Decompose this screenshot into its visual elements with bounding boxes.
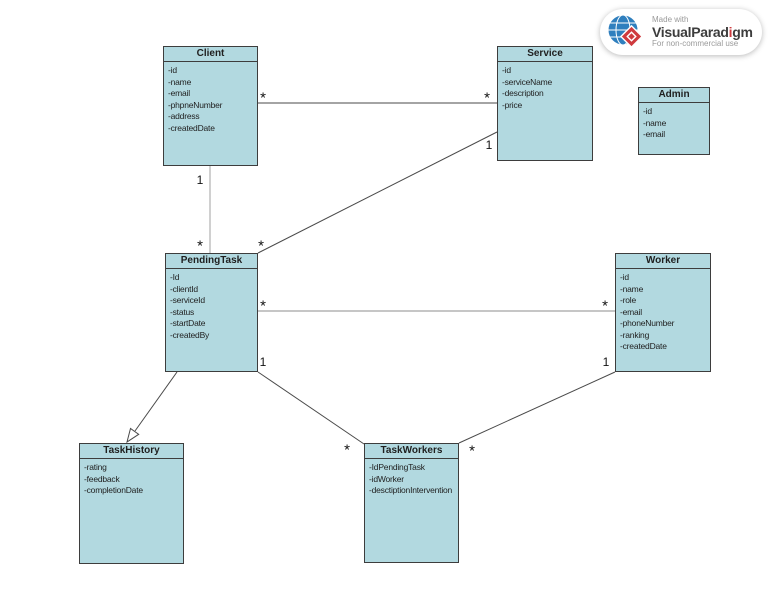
- class-fields: -Id-clientId-serviceId-status-startDate-…: [166, 269, 257, 341]
- class-box-pendingtask[interactable]: PendingTask -Id-clientId-serviceId-statu…: [165, 253, 258, 372]
- class-field: -email: [168, 88, 190, 98]
- class-field: -id: [502, 65, 511, 75]
- link-worker-taskworkers: [458, 371, 616, 444]
- class-field: -idWorker: [369, 473, 404, 484]
- class-field: -completionDate: [84, 485, 143, 495]
- class-field: -phpneNumber: [168, 99, 223, 110]
- multiplicity-label: *: [260, 89, 266, 107]
- class-title: Service: [498, 47, 592, 62]
- class-field: -clientId: [170, 283, 198, 294]
- multiplicity-label: *: [469, 442, 475, 460]
- link-service-pendingtask: [257, 131, 498, 254]
- class-field: -email: [620, 306, 642, 317]
- class-field: -name: [168, 76, 192, 87]
- multiplicity-label: 1: [196, 173, 204, 187]
- class-field: -feedback: [84, 473, 120, 484]
- class-title: Admin: [639, 88, 709, 103]
- multiplicity-label: *: [260, 297, 266, 315]
- class-field: -createdDate: [168, 122, 215, 133]
- class-fields: -id-name-email-phpneNumber-address-creat…: [164, 62, 257, 134]
- class-box-client[interactable]: Client -id-name-email-phpneNumber-addres…: [163, 46, 258, 166]
- multiplicity-label: *: [484, 89, 490, 107]
- class-field: -price: [502, 99, 523, 110]
- class-fields: -rating-feedback-completionDate: [80, 459, 183, 497]
- class-title: TaskWorkers: [365, 444, 458, 459]
- class-field: -name: [620, 283, 644, 294]
- class-field: -id: [620, 272, 629, 282]
- class-field: -address: [168, 111, 200, 121]
- class-title: Worker: [616, 254, 710, 269]
- class-field: -serviceName: [502, 76, 553, 87]
- class-title: TaskHistory: [80, 444, 183, 459]
- link-pendingtask-taskhistory: [134, 371, 178, 432]
- class-field: -name: [643, 117, 667, 128]
- visual-paradigm-badge[interactable]: Made with VisualParadigm For non-commerc…: [600, 9, 762, 55]
- class-field: -ranking: [620, 329, 650, 340]
- class-field: -role: [620, 295, 637, 305]
- class-field: -createdBy: [170, 329, 210, 340]
- class-box-worker[interactable]: Worker -id-name-role-email-phoneNumber-r…: [615, 253, 711, 372]
- brand-accent: i: [728, 24, 733, 40]
- open-arrowhead-icon: [126, 427, 140, 444]
- class-box-service[interactable]: Service -id-serviceName-description-pric…: [497, 46, 593, 161]
- class-field: -email: [643, 129, 665, 139]
- class-fields: -id-serviceName-description-price: [498, 62, 592, 111]
- class-fields: -id-name-email: [639, 103, 709, 141]
- class-box-admin[interactable]: Admin -id-name-email: [638, 87, 710, 155]
- class-box-taskworkers[interactable]: TaskWorkers -IdPendingTask-idWorker-desc…: [364, 443, 459, 563]
- multiplicity-label: *: [344, 441, 350, 459]
- class-box-taskhistory[interactable]: TaskHistory -rating-feedback-completionD…: [79, 443, 184, 564]
- multiplicity-label: *: [602, 297, 608, 315]
- class-fields: -IdPendingTask-idWorker-desctiptionInter…: [365, 459, 458, 497]
- brand-prefix: VisualParad: [652, 24, 729, 40]
- visual-paradigm-logo-icon: [607, 14, 644, 49]
- class-field: -serviceId: [170, 295, 205, 305]
- visual-paradigm-badge-text: Made with VisualParadigm For non-commerc…: [652, 16, 753, 48]
- class-field: -description: [502, 88, 544, 98]
- class-field: -createdDate: [620, 341, 667, 351]
- badge-made-with: Made with: [652, 15, 689, 24]
- multiplicity-label: 1: [259, 355, 267, 369]
- class-field: -phoneNumber: [620, 318, 675, 328]
- class-title: PendingTask: [166, 254, 257, 269]
- class-field: -IdPendingTask: [369, 462, 425, 472]
- badge-brand: VisualParadigm: [652, 25, 753, 39]
- multiplicity-label: *: [197, 237, 203, 255]
- brand-suffix: gm: [732, 24, 753, 40]
- class-field: -desctiptionIntervention: [369, 485, 453, 495]
- badge-license: For non-commercial use: [652, 39, 739, 48]
- class-fields: -id-name-role-email-phoneNumber-ranking-…: [616, 269, 710, 353]
- class-title: Client: [164, 47, 257, 62]
- multiplicity-label: 1: [602, 355, 610, 369]
- link-pendingtask-taskworkers: [257, 371, 365, 445]
- multiplicity-label: *: [258, 237, 264, 255]
- class-field: -id: [168, 65, 177, 75]
- class-field: -startDate: [170, 318, 206, 328]
- class-field: -Id: [170, 272, 180, 282]
- multiplicity-label: 1: [485, 138, 493, 152]
- class-field: -id: [643, 106, 652, 116]
- class-field: -rating: [84, 462, 107, 472]
- class-field: -status: [170, 306, 195, 317]
